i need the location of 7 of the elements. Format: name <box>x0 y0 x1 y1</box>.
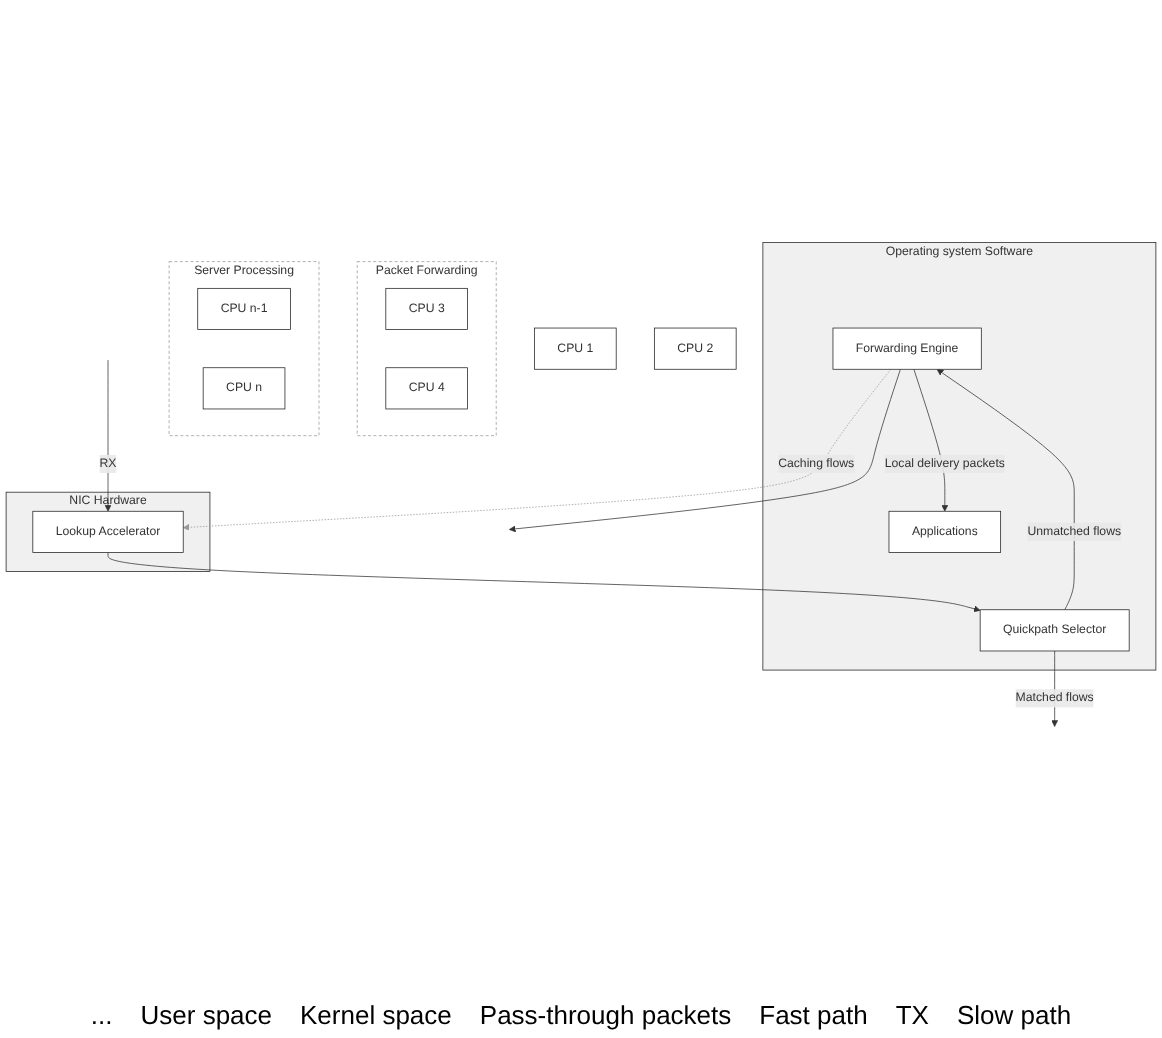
note-label: Pass-through packets <box>479 1000 732 1030</box>
note-label: Slow path <box>956 1000 1072 1030</box>
note-label: User space <box>140 1000 273 1030</box>
note-label: ... <box>90 1000 113 1030</box>
note-label: Fast path <box>759 1000 868 1030</box>
note-label: Kernel space <box>300 1000 452 1030</box>
note-label: TX <box>895 1000 929 1030</box>
